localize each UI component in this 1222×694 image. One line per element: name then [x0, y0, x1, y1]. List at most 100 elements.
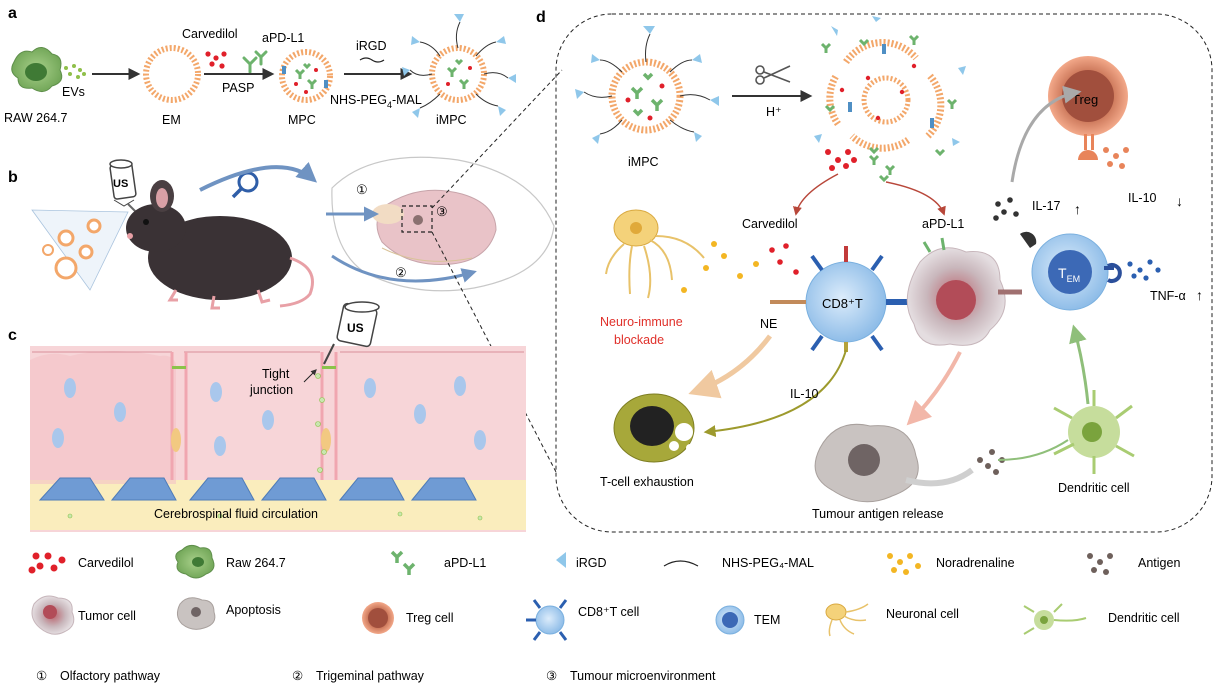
- legend-label-1: Raw 264.7: [226, 556, 286, 570]
- nanoparticle-group-b: [42, 218, 102, 280]
- legend-label-0: Carvedilol: [78, 556, 134, 570]
- csf-label: Cerebrospinal fluid circulation: [154, 507, 318, 521]
- pathway-3-marker: ③: [436, 204, 448, 219]
- panel-b: b US: [8, 156, 555, 310]
- released-carvedilol-dots: [825, 149, 857, 171]
- il17-dots: [993, 197, 1019, 221]
- exhaustion-label: T-cell exhaustion: [600, 475, 694, 489]
- tumor-cell-icon: [906, 237, 1022, 346]
- carvedilol-label-a: Carvedilol: [182, 27, 238, 41]
- released-apdl1: [868, 154, 896, 183]
- arrow-apdl1-release: [885, 181, 946, 216]
- neuro-immune-label-1: Neuro-immune: [600, 315, 683, 329]
- impc-particle-d-icon: [575, 26, 719, 144]
- pathway-1-marker: ①: [356, 182, 368, 197]
- disrupted-particle-icon: [814, 16, 966, 157]
- panel-d-letter: d: [536, 9, 546, 26]
- legend-neuron-icon: [825, 603, 869, 637]
- legend-treg-icon: [362, 602, 394, 634]
- il17-up-arrow: ↑: [1074, 201, 1081, 217]
- legend-label-9: Treg cell: [406, 611, 453, 625]
- legend-label-3: iRGD: [576, 556, 607, 570]
- apdl1-antibody-icon: [242, 50, 268, 74]
- arrow-dc-to-tem: [1069, 324, 1090, 405]
- treg-label: Treg: [1072, 92, 1098, 107]
- legend-pathway-num-2: ③: [546, 669, 557, 683]
- antigen-release-label: Tumour antigen release: [812, 507, 944, 521]
- legend-label-12: Neuronal cell: [886, 607, 959, 621]
- legend-cd8-icon: [526, 599, 568, 641]
- h-plus-label: H⁺: [766, 105, 782, 119]
- noradrenaline-dots: [681, 241, 759, 293]
- legend-pathway-label-0: Olfactory pathway: [60, 669, 161, 683]
- apdl1-label-d: aPD-L1: [922, 217, 964, 231]
- legend-label-10: CD8⁺T cell: [578, 605, 639, 619]
- impc-label-d: iMPC: [628, 155, 659, 169]
- pasp-label: PASP: [222, 81, 254, 95]
- arrow-mouse-to-brain: [199, 161, 318, 192]
- exhausted-t-cell-icon: [613, 393, 695, 463]
- zoom-line-top: [431, 69, 563, 209]
- panel-d: d iMPC H⁺: [536, 9, 1213, 533]
- tnf-label: TNF-α: [1150, 289, 1186, 303]
- cd8-t-cell-icon: [790, 246, 912, 352]
- carvedilol-label-d: Carvedilol: [742, 217, 798, 231]
- legend-label-5: Noradrenaline: [936, 556, 1015, 570]
- legend-pathway-num-1: ②: [292, 669, 303, 683]
- panel-a: a RAW 264.7 EVs EM Carvedilol aPD-L1 PAS…: [4, 5, 516, 127]
- legend-label-11: TEM: [754, 613, 780, 627]
- il10-down-arrow: ↓: [1176, 193, 1183, 209]
- irgd-label-a: iRGD: [356, 39, 387, 53]
- peg-label-a: NHS-PEG4-MAL: [330, 93, 422, 110]
- em-label: EM: [162, 113, 181, 127]
- carvedilol-dots-icon: [205, 51, 227, 69]
- ultrasound-device-c-icon: US: [336, 301, 380, 348]
- raw264-cell-icon: [11, 47, 63, 92]
- cd8-label: CD8⁺T: [822, 296, 863, 311]
- legend-pathway-label-1: Trigeminal pathway: [316, 669, 425, 683]
- il10-dots-top: [1103, 147, 1129, 169]
- mpc-label: MPC: [288, 113, 316, 127]
- arrow-antigen-to-dc: [905, 467, 974, 487]
- legend-label-7: Tumor cell: [78, 609, 136, 623]
- panel-c: c US: [8, 301, 526, 532]
- legend-antigen-icon: [1087, 553, 1113, 575]
- brain-head-diagram: [331, 156, 555, 292]
- neuron-cell-icon: [605, 209, 705, 299]
- legend-pathway-num-0: ①: [36, 669, 47, 683]
- legend: Carvedilol Raw 264.7 aPD-L1 iRGD NHS-PEG…: [28, 544, 1180, 683]
- evs-label: EVs: [62, 85, 85, 99]
- legend-irgd-icon: [556, 552, 566, 568]
- cell-dividers: [170, 352, 338, 480]
- impc-particle-icon: [402, 14, 516, 118]
- legend-peg-icon: [663, 560, 699, 567]
- legend-noradrenaline-icon: [887, 553, 921, 575]
- carvedilol-dots-d: [769, 243, 799, 275]
- tight-junction-label-2: junction: [249, 383, 293, 397]
- tme-focus-box: [401, 205, 433, 233]
- neuro-immune-label-2: blockade: [614, 333, 664, 347]
- arrow-tem-to-treg: [1010, 85, 1082, 183]
- il10-top-label: IL-10: [1128, 191, 1157, 205]
- mouse-icon: [126, 180, 314, 310]
- legend-pathway-label-2: Tumour microenvironment: [570, 669, 716, 683]
- em-vesicle-icon: [143, 45, 201, 103]
- neuron-columns: [171, 428, 331, 452]
- ne-label: NE: [760, 317, 777, 331]
- legend-tem-icon: [715, 605, 745, 635]
- arrow-il10-to-exhaustion: [703, 349, 847, 438]
- legend-label-8: Apoptosis: [226, 603, 281, 617]
- evs-dots-icon: [64, 64, 86, 79]
- legend-carvedilol-icon: [28, 552, 66, 574]
- us-label-b: US: [113, 178, 128, 190]
- legend-label-2: aPD-L1: [444, 556, 486, 570]
- tight-junction-marks: [172, 366, 336, 369]
- arrow-tumor-to-apoptosis: [906, 351, 962, 426]
- tme-frame: [555, 13, 1213, 533]
- impc-label-a: iMPC: [436, 113, 467, 127]
- dendritic-label: Dendritic cell: [1058, 481, 1130, 495]
- tem-cell-icon: [1031, 233, 1122, 311]
- tnf-dots: [1127, 259, 1161, 281]
- arrow-ne-to-exhaustion: [688, 334, 772, 399]
- treg-cell-icon: [1048, 56, 1128, 160]
